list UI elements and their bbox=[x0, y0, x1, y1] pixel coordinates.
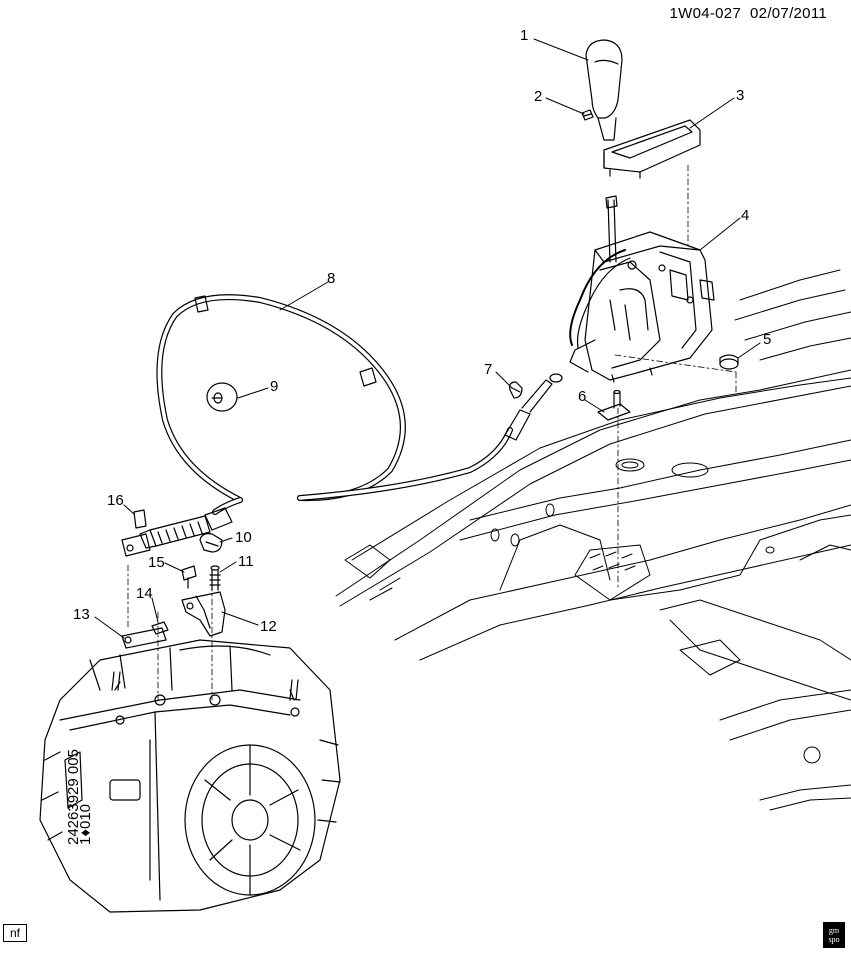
callout-9: 9 bbox=[270, 378, 278, 395]
diagram-date: 02/07/2011 bbox=[750, 5, 827, 22]
callout-6: 6 bbox=[578, 388, 586, 405]
gm-spo-logo: gm spo bbox=[823, 922, 845, 948]
shift-bezel bbox=[603, 119, 701, 179]
nf-badge: nf bbox=[3, 924, 27, 942]
diagram-header: 1W04-027 02/07/2011 bbox=[669, 5, 827, 22]
nut bbox=[719, 354, 739, 370]
screw bbox=[581, 109, 594, 121]
bolt bbox=[181, 565, 197, 589]
diagram-id: 1W04-027 bbox=[669, 5, 742, 22]
stamp-line-2: 1♦010 bbox=[77, 804, 94, 845]
callout-7: 7 bbox=[484, 361, 492, 378]
callout-3: 3 bbox=[736, 87, 744, 104]
callout-8: 8 bbox=[327, 270, 335, 287]
callout-12: 12 bbox=[260, 618, 277, 635]
callout-4: 4 bbox=[741, 207, 749, 224]
cable-clip bbox=[199, 533, 223, 553]
transmission-stamp: 24263929 005 1♦010 bbox=[65, 749, 94, 845]
callout-2: 2 bbox=[534, 88, 542, 105]
logo-line-2: spo bbox=[828, 935, 840, 944]
shift-knob bbox=[585, 39, 623, 141]
callout-1: 1 bbox=[520, 27, 528, 44]
leader-lines bbox=[94, 38, 761, 639]
cable-bracket bbox=[181, 591, 226, 637]
alignment-lines bbox=[127, 164, 737, 701]
stamp-line-1: 24263929 005 bbox=[65, 749, 82, 845]
bracket-stud bbox=[597, 389, 631, 421]
callout-14: 14 bbox=[136, 585, 153, 602]
lever-nut bbox=[151, 621, 169, 635]
floor-pan bbox=[335, 269, 851, 811]
retaining-clip bbox=[509, 381, 523, 399]
callout-16: 16 bbox=[107, 492, 124, 509]
callout-labels: 1 2 3 4 5 6 7 8 9 10 11 12 13 14 15 16 bbox=[73, 27, 771, 635]
cable-retainer bbox=[121, 509, 151, 557]
shift-lever bbox=[121, 627, 167, 649]
transmission bbox=[39, 639, 341, 913]
callout-5: 5 bbox=[763, 331, 771, 348]
shift-cable bbox=[139, 294, 563, 549]
logo-line-1: gm bbox=[828, 926, 840, 935]
grommet bbox=[206, 382, 238, 412]
callout-15: 15 bbox=[148, 554, 165, 571]
stud bbox=[209, 565, 221, 591]
callout-10: 10 bbox=[235, 529, 252, 546]
callout-13: 13 bbox=[73, 606, 90, 623]
shifter-assembly bbox=[569, 195, 715, 383]
callout-11: 11 bbox=[238, 553, 254, 570]
